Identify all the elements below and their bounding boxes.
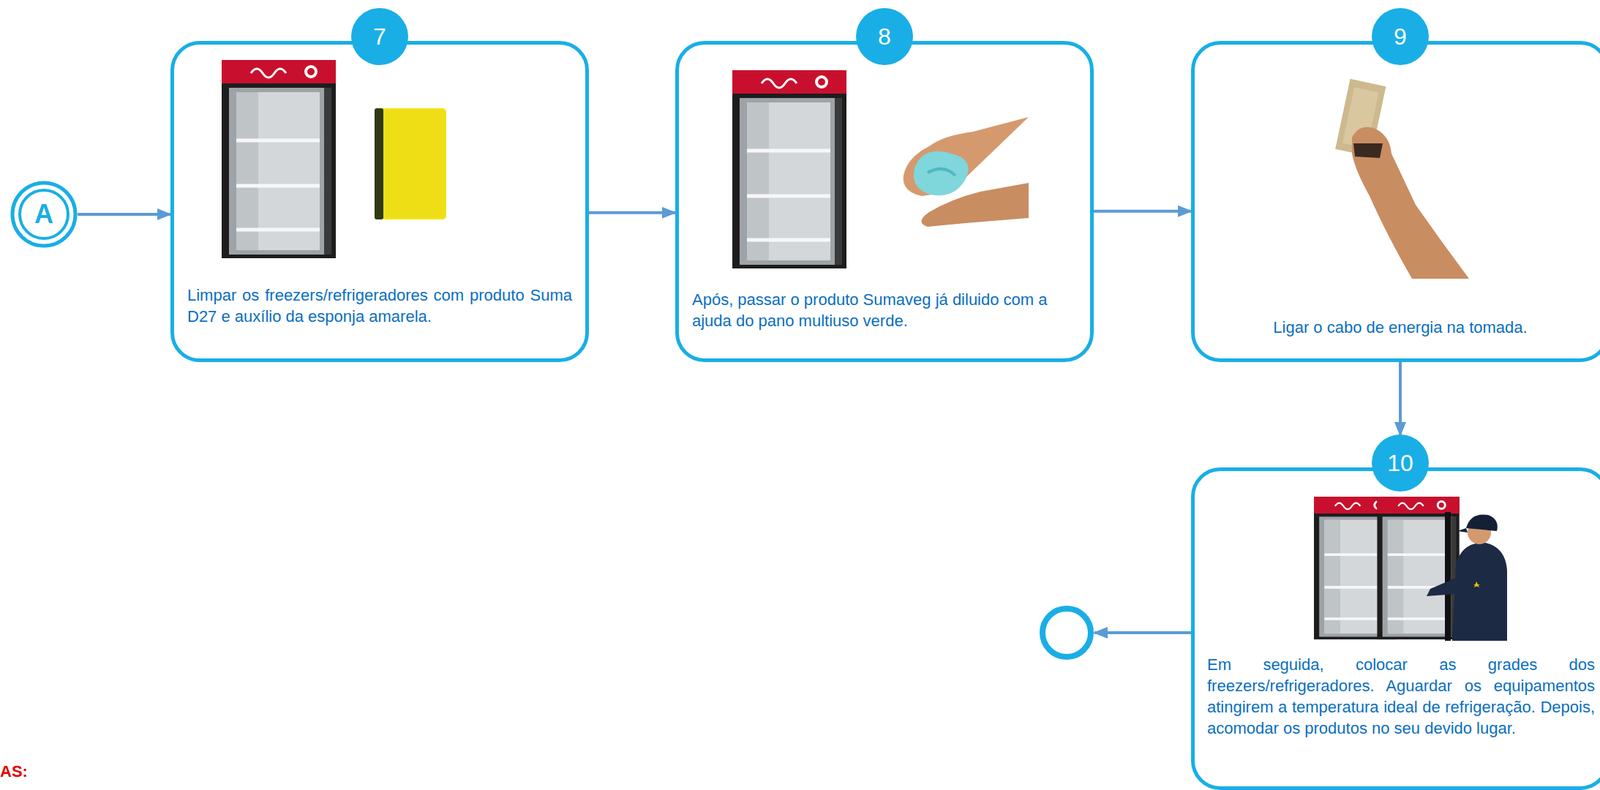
flow-arrow [77,212,171,216]
fridge-technician-photo [1313,496,1508,641]
circle-outline [1038,605,1095,661]
flow-arrow [1094,631,1192,635]
connector-circle: A [10,180,78,249]
step-description: Após, passar o produto Sumaveg já diluid… [692,288,1077,332]
process-box: 7Limpar os freezers/refrigeradores com p… [170,40,589,363]
sponge-photo [374,108,447,220]
fridge-photo [221,59,336,259]
plug-hand-photo [1335,79,1470,279]
process-box: 8Após, passar o produto Sumaveg já dilui… [675,40,1094,363]
step-description: Limpar os freezers/refrigeradores com pr… [187,284,573,328]
process-box: 10Em seguida, colocar as grades dos free… [1191,467,1600,790]
flow-arrow [588,211,676,215]
end-circle [1038,605,1095,661]
step-number: 10 [1371,434,1429,492]
step-number: 9 [1371,8,1429,66]
hands-cloth-photo [903,117,1029,227]
step-number: 7 [351,8,409,66]
step-description: Ligar o cabo de energia na tomada. [1202,316,1599,338]
process-box: 9Ligar o cabo de energia na tomada. [1191,40,1600,363]
connector-letter: A [10,180,78,249]
step-number: 8 [855,8,914,66]
flow-arrow [1093,209,1192,213]
flow-arrow [1398,362,1402,436]
section-label: AS: [0,762,28,782]
step-description: Em seguida, colocar as grades dos freeze… [1207,654,1595,739]
fridge-photo [732,70,847,269]
